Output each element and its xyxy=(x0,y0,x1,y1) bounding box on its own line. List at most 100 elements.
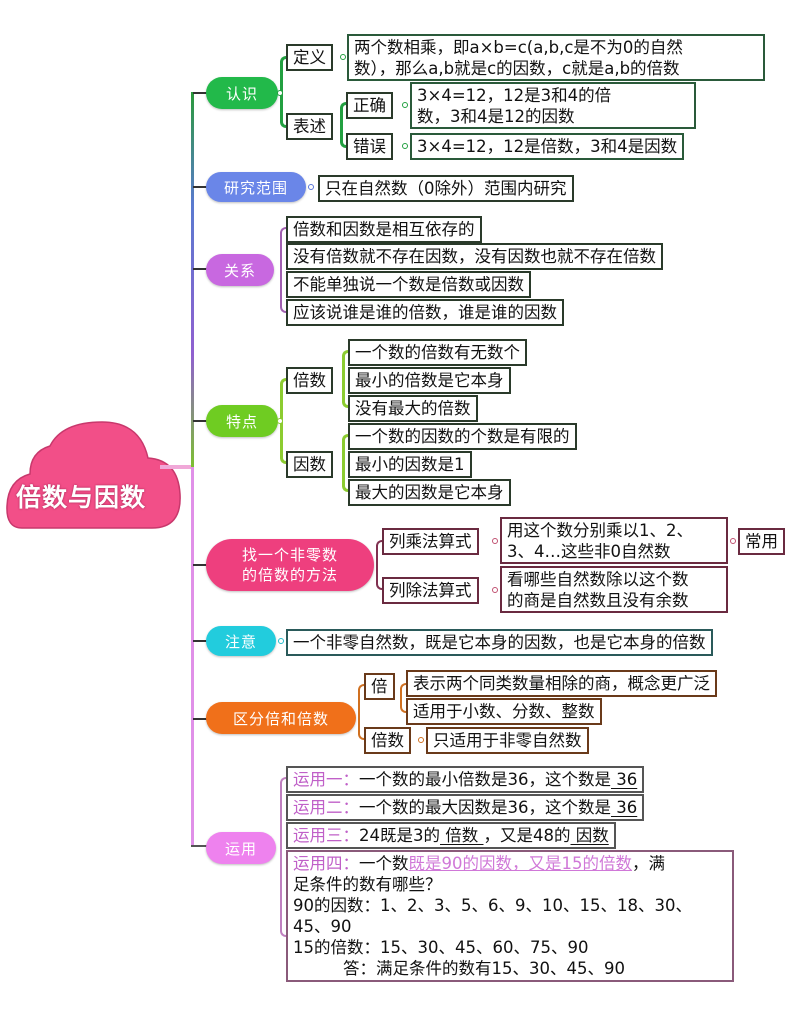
q2-prefix: 运用二： xyxy=(293,798,359,817)
dot-tedian xyxy=(277,418,283,424)
spine-top xyxy=(191,92,194,467)
dot-chengfa xyxy=(492,538,498,544)
connector-biaoshu xyxy=(340,102,348,148)
guanxi-item-3: 不能单独说一个数是倍数或因数 xyxy=(286,271,531,298)
q3-text-a: 24既是3的 xyxy=(359,826,440,845)
label-tedian-beishu: 倍数 xyxy=(286,367,333,394)
tedian-beishu-item-3: 没有最大的倍数 xyxy=(348,395,478,422)
label-biaoshu: 表述 xyxy=(286,113,333,140)
qufen-bei-item-2: 适用于小数、分数、整数 xyxy=(406,698,602,725)
label-tedian-yinshu: 因数 xyxy=(286,451,333,478)
fangfa-label-line2: 的倍数的方法 xyxy=(241,566,338,584)
q1-text: 一个数的最小倍数是36，这个数是 xyxy=(359,770,611,789)
q4-text-a: 一个数 xyxy=(359,854,409,873)
q4-highlight: 既是90的因数，又是15的倍数 xyxy=(408,854,633,873)
connector-yunyong xyxy=(280,777,288,937)
q4-line2: 足条件的数有哪些？ xyxy=(293,875,442,894)
connector-guanxi xyxy=(280,227,288,313)
dot-renshi xyxy=(277,90,283,96)
yunyong-q1: 运用一：一个数的最小倍数是36，这个数是 36 xyxy=(286,766,645,793)
dot-cuowu xyxy=(402,143,408,149)
chufa-line1: 看哪些自然数除以这个数 xyxy=(507,570,689,589)
chufa-line2: 的商是自然数且没有余数 xyxy=(507,591,689,610)
root-title: 倍数与因数 xyxy=(16,483,147,512)
tedian-beishu-item-2: 最小的倍数是它本身 xyxy=(348,367,511,394)
zhengque-line1: 3×4=12，12是3和4的倍 xyxy=(417,86,612,105)
dot-fanwei xyxy=(308,184,314,190)
q4-line1: 运用四：一个数既是90的因数，又是15的倍数，满 xyxy=(293,853,727,874)
guanxi-item-4: 应该说谁是谁的倍数，谁是谁的因数 xyxy=(286,299,564,326)
spine-bottom-hook xyxy=(191,845,208,847)
tick-fanwei xyxy=(193,186,207,188)
node-fangfa[interactable]: 找一个非零数 的倍数的方法 xyxy=(206,539,374,591)
q4-prefix: 运用四： xyxy=(293,854,359,873)
connector-qufen xyxy=(358,684,366,740)
fangfa-label-line1: 找一个非零数 xyxy=(241,546,338,564)
zhengque-line2: 数，3和4是12的因数 xyxy=(417,107,575,126)
dot-dingyi xyxy=(340,54,346,60)
guanxi-item-1: 倍数和因数是相互依存的 xyxy=(286,216,482,243)
q4-text-b: ，满 xyxy=(632,854,665,873)
q4-answer: 答：满足条件的数有15、30、45、90 xyxy=(343,959,625,978)
tedian-yinshu-item-1: 一个数的因数的个数是有限的 xyxy=(348,423,577,450)
q3-answer-a: 倍数 xyxy=(440,826,484,845)
label-zhengque: 正确 xyxy=(346,92,393,119)
label-chufa: 列除法算式 xyxy=(382,577,479,604)
label-dingyi: 定义 xyxy=(286,44,333,71)
q1-answer: 36 xyxy=(611,770,638,789)
tedian-beishu-item-1: 一个数的倍数有无数个 xyxy=(348,339,527,366)
text-dingyi: 两个数相乘，即a×b=c(a,b,c是不为0的自然 数），那么a,b就是c的因数… xyxy=(347,34,765,81)
tick-qufen xyxy=(193,718,207,720)
dot-qufen-beishu xyxy=(418,737,424,743)
dot-zhengque xyxy=(402,102,408,108)
node-renshi[interactable]: 认识 xyxy=(206,77,278,109)
yunyong-q3: 运用三：24既是3的 倍数 ，又是48的 因数 xyxy=(286,822,616,849)
node-qufen[interactable]: 区分倍和倍数 xyxy=(206,702,356,734)
dingyi-line2: 数），那么a,b就是c的因数，c就是a,b的倍数 xyxy=(354,59,680,78)
q2-answer: 36 xyxy=(611,798,638,817)
tag-changyong: 常用 xyxy=(738,528,785,555)
dot-changyong xyxy=(730,538,736,544)
root-node[interactable]: 倍数与因数 xyxy=(2,410,184,530)
root-connector xyxy=(160,465,192,469)
guanxi-item-2: 没有倍数就不存在因数，没有因数也就不存在倍数 xyxy=(286,243,663,270)
qufen-bei-item-1: 表示两个同类数量相除的商，概念更广泛 xyxy=(406,670,717,697)
node-tedian[interactable]: 特点 xyxy=(206,405,278,437)
spine-bottom xyxy=(191,467,194,847)
node-fanwei[interactable]: 研究范围 xyxy=(206,172,306,202)
text-zhuyi: 一个非零自然数，既是它本身的因数，也是它本身的倍数 xyxy=(286,629,713,656)
connector-qufen-bei xyxy=(400,683,408,713)
q4-line4: 45、90 xyxy=(293,917,352,936)
label-chengfa: 列乘法算式 xyxy=(382,528,479,555)
q3-text-b: ，又是48的 xyxy=(483,826,571,845)
chengfa-line1: 用这个数分别乘以1、2、 xyxy=(507,521,693,540)
connector-fangfa xyxy=(376,540,384,590)
connector-tedian-beishu xyxy=(342,350,350,408)
q3-prefix: 运用三： xyxy=(293,826,359,845)
cloud-shape-icon xyxy=(6,421,181,529)
dingyi-line1: 两个数相乘，即a×b=c(a,b,c是不为0的自然 xyxy=(354,38,683,57)
tick-fangfa xyxy=(193,564,207,566)
node-zhuyi[interactable]: 注意 xyxy=(206,626,276,656)
dot-zhuyi xyxy=(278,638,284,644)
tick-zhuyi xyxy=(193,640,207,642)
q1-prefix: 运用一： xyxy=(293,770,359,789)
q4-line5: 15的倍数：15、30、45、60、75、90 xyxy=(293,938,589,957)
node-guanxi[interactable]: 关系 xyxy=(206,254,274,286)
q2-text: 一个数的最大因数是36，这个数是 xyxy=(359,798,611,817)
label-cuowu: 错误 xyxy=(346,133,393,160)
text-chufa: 看哪些自然数除以这个数 的商是自然数且没有余数 xyxy=(500,566,728,613)
text-chengfa: 用这个数分别乘以1、2、 3、4…这些非0自然数 xyxy=(500,517,728,564)
text-zhengque: 3×4=12，12是3和4的倍 数，3和4是12的因数 xyxy=(410,82,696,129)
q4-line3: 90的因数：1、2、3、5、6、9、10、15、18、30、 xyxy=(293,896,692,915)
yunyong-q4: 运用四：一个数既是90的因数，又是15的倍数，满 足条件的数有哪些？ 90的因数… xyxy=(286,850,734,982)
tedian-yinshu-item-3: 最大的因数是它本身 xyxy=(348,479,511,506)
text-cuowu: 3×4=12，12是倍数，3和4是因数 xyxy=(410,133,685,160)
connector-tedian-yinshu xyxy=(342,434,350,492)
label-qufen-beishu: 倍数 xyxy=(364,727,411,754)
q3-answer-b: 因数 xyxy=(570,826,609,845)
tedian-yinshu-item-2: 最小的因数是1 xyxy=(348,451,472,478)
node-yunyong[interactable]: 运用 xyxy=(206,832,276,864)
tick-guanxi xyxy=(193,268,207,270)
tick-renshi xyxy=(193,92,207,94)
